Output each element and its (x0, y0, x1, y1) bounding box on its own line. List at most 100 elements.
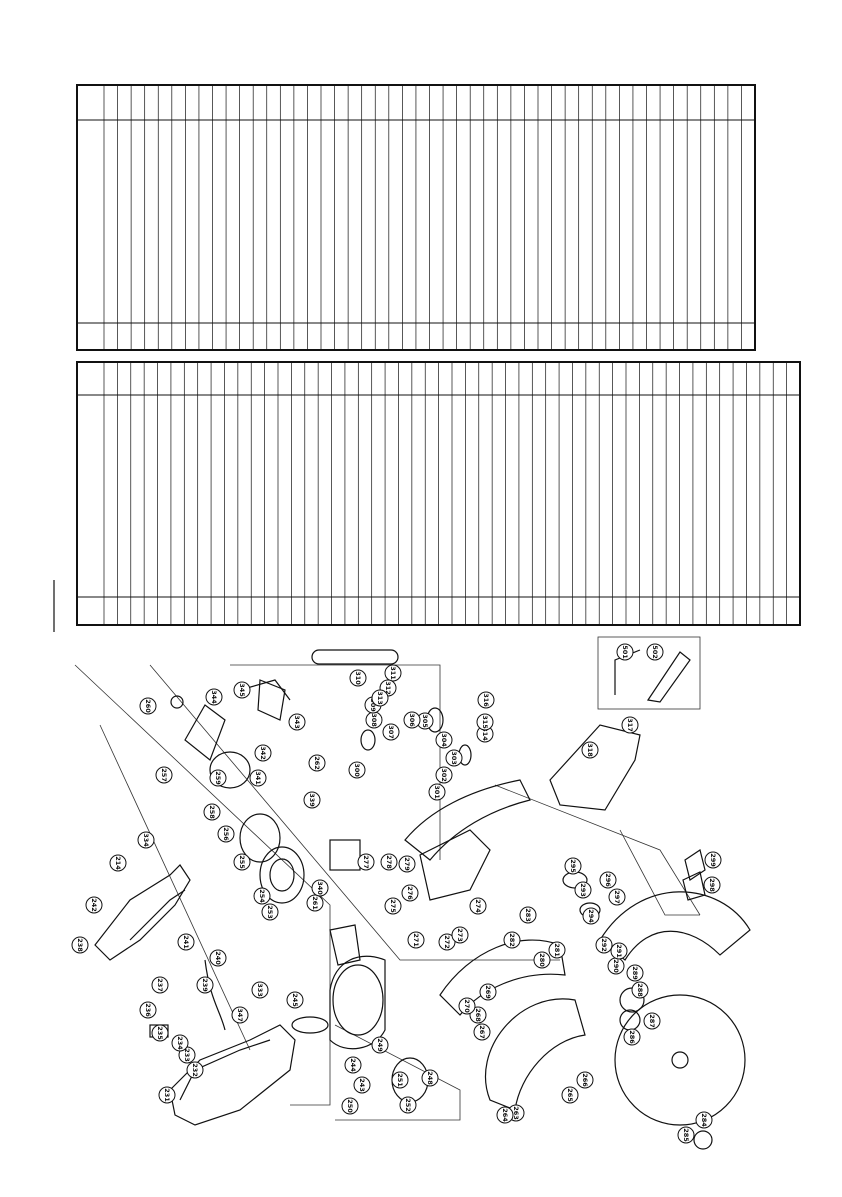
callout-number: 271 (412, 933, 420, 947)
callout-circle (288, 713, 306, 731)
callout-circle (445, 749, 463, 767)
part-callout: 254 (253, 887, 271, 905)
lower-guard (439, 939, 566, 1016)
callout-number: 214 (114, 856, 122, 870)
callout-number: 267 (478, 1025, 486, 1039)
part-callout: 248 (421, 1069, 439, 1087)
cover-ridge (129, 889, 186, 941)
part-callout: 285 (677, 1126, 695, 1144)
callout-number: 243 (358, 1078, 366, 1092)
callout-number: 279 (403, 857, 411, 871)
handle-grip-lines (179, 1039, 271, 1101)
callout-circle (158, 1086, 176, 1104)
part-callout: 251 (391, 1071, 409, 1089)
part-callout: 501 (616, 643, 634, 661)
callout-circle (695, 1111, 713, 1129)
callout-number: 284 (700, 1113, 708, 1127)
plate (682, 871, 706, 901)
callout-circle (407, 931, 425, 949)
callout-circle (582, 907, 600, 925)
callout-number: 266 (581, 1073, 589, 1087)
part-callout: 274 (469, 897, 487, 915)
callout-number: 238 (76, 938, 84, 952)
part-callout: 345 (233, 681, 251, 699)
callout-number: 294 (587, 909, 595, 923)
callout-circle (357, 853, 375, 871)
parts-table-upper (76, 84, 756, 351)
part-callout: 287 (643, 1012, 661, 1030)
callout-number: 253 (266, 905, 274, 919)
callout-number: 341 (254, 771, 262, 785)
callout-number: 263 (512, 1106, 520, 1120)
frame-line (99, 724, 251, 1051)
gear (360, 729, 376, 751)
power-cord (204, 959, 226, 1031)
callout-circle (231, 1006, 249, 1024)
callout-number: 318 (586, 743, 594, 757)
part-callout: 315 (476, 713, 494, 731)
part-callout: 292 (595, 936, 613, 954)
callout-circle (476, 713, 494, 731)
callout-number: 310 (354, 671, 362, 685)
callout-number: 262 (313, 756, 321, 770)
callout-circle (458, 997, 476, 1015)
callout-number: 276 (406, 886, 414, 900)
callout-circle (186, 1061, 204, 1079)
part-callout: 307 (382, 723, 400, 741)
callout-circle (139, 1001, 157, 1019)
part-callout: 278 (380, 853, 398, 871)
callout-number: 274 (474, 899, 482, 913)
switch-handle (169, 1024, 296, 1126)
callout-circle (203, 803, 221, 821)
callout-number: 268 (474, 1008, 482, 1022)
part-callout: 343 (288, 713, 306, 731)
callout-number: 251 (396, 1073, 404, 1087)
callout-circle (616, 643, 634, 661)
callout-circle (677, 1126, 695, 1144)
part-callout: 313 (371, 689, 389, 707)
callout-number: 287 (648, 1014, 656, 1028)
fan (209, 751, 251, 789)
part-callout: 235 (151, 1024, 169, 1042)
part-callout: 298 (703, 876, 721, 894)
callout-number: 244 (349, 1058, 357, 1072)
part-callout: 256 (217, 825, 235, 843)
callout-number: 333 (256, 983, 264, 997)
callout-circle (621, 716, 639, 734)
callout-number: 252 (404, 1098, 412, 1112)
callout-number: 347 (236, 1008, 244, 1022)
part-callout: 276 (401, 884, 419, 902)
part-callout: 339 (303, 791, 321, 809)
part-callout: 264 (496, 1106, 514, 1124)
part-callout: 240 (209, 949, 227, 967)
callout-number: 235 (156, 1026, 164, 1040)
part-callout: 311 (384, 664, 402, 682)
callout-circle (382, 723, 400, 741)
callout-circle (503, 931, 521, 949)
callout-number: 314 (481, 727, 489, 741)
part-callout: 241 (177, 933, 195, 951)
stator-core (269, 858, 295, 892)
part-callout: 316 (477, 691, 495, 709)
callout-circle (205, 688, 223, 706)
callout-number: 254 (258, 889, 266, 903)
callout-number: 304 (440, 733, 448, 747)
part-callout: 304 (435, 731, 453, 749)
callout-circle (155, 766, 173, 784)
plate (684, 849, 706, 881)
part-callout: 257 (155, 766, 173, 784)
callout-number: 273 (456, 928, 464, 942)
part-callouts: 2312322332342352362372382392402412422143… (71, 643, 722, 1144)
callout-circle (306, 894, 324, 912)
callout-number: 259 (214, 771, 222, 785)
parts-artwork (94, 649, 751, 1150)
callout-circle (196, 976, 214, 994)
callout-circle (581, 741, 599, 759)
callout-number: 290 (612, 959, 620, 973)
callout-number: 316 (482, 693, 490, 707)
armature (184, 704, 226, 761)
bracket (239, 679, 291, 701)
part-callout: 252 (399, 1096, 417, 1114)
switch-unit (329, 924, 361, 966)
part-callout: 280 (533, 951, 551, 969)
